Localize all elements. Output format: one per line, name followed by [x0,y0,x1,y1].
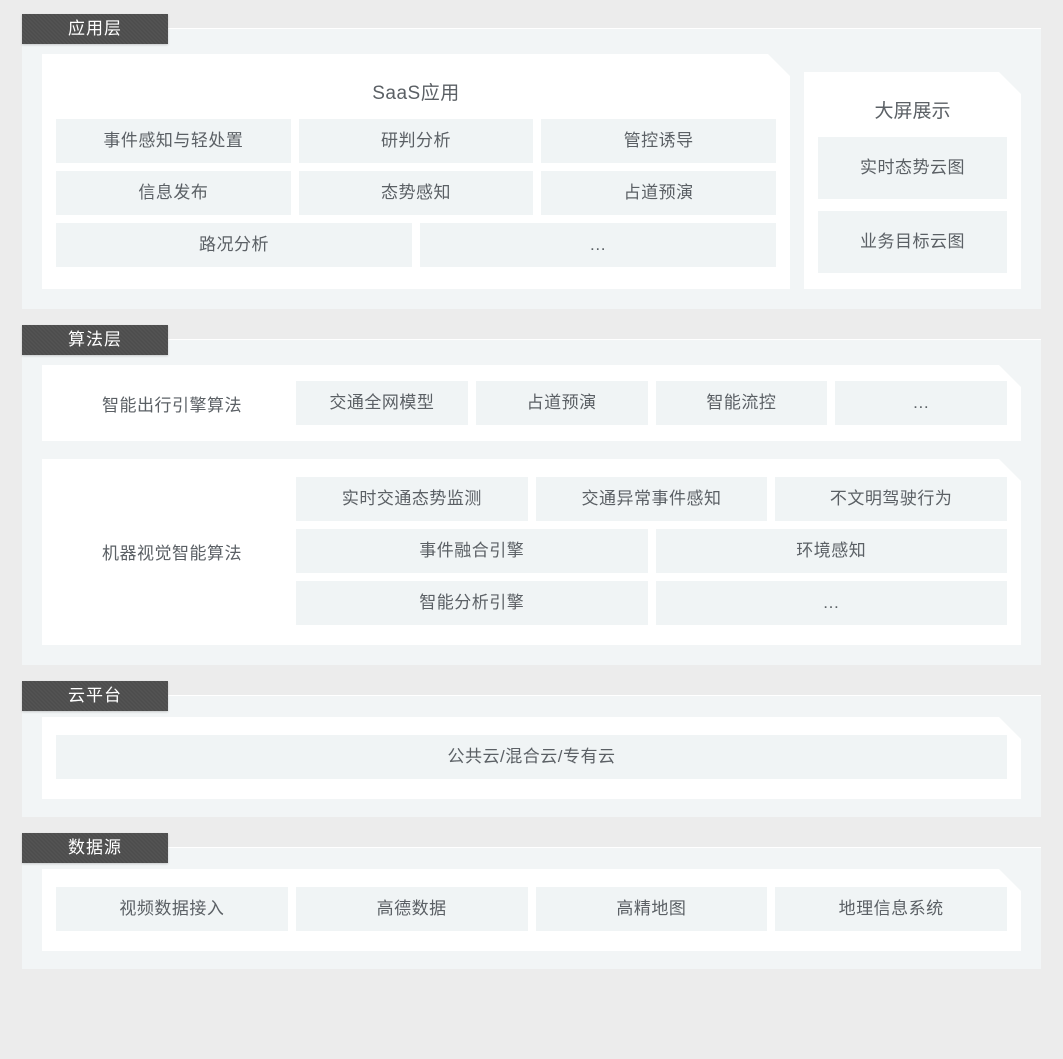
data-source-items: 视频数据接入 高德数据 高精地图 地理信息系统 [56,887,1007,931]
large-screen-items: 实时态势云图 业务目标云图 [818,137,1007,273]
chip-data-source-item[interactable]: 地理信息系统 [775,887,1007,931]
card-travel-engine-algorithm: 智能出行引擎算法 交通全网模型 占道预演 智能流控 … [42,365,1021,441]
chip-cloud-type[interactable]: 公共云/混合云/专有云 [56,735,1007,779]
chip-vision-item[interactable]: 环境感知 [656,529,1008,573]
layer-tab-data-source: 数据源 [22,833,168,863]
chip-algorithm-item-more[interactable]: … [835,381,1007,425]
card-data-source: 视频数据接入 高德数据 高精地图 地理信息系统 [42,869,1021,951]
chip-saas-item[interactable]: 信息发布 [56,171,291,215]
label-machine-vision-algorithm: 机器视觉智能算法 [102,543,242,563]
layer-tab-algorithm: 算法层 [22,325,168,355]
card-cloud-platform: 公共云/混合云/专有云 [42,717,1021,799]
machine-vision-grid-row-3: 智能分析引擎 … [296,581,1007,625]
layer-cloud-platform: 云平台 公共云/混合云/专有云 [22,681,1041,817]
saas-grid-row-3: 路况分析 … [56,223,776,267]
chip-data-source-item[interactable]: 视频数据接入 [56,887,288,931]
saas-grid-row-2: 信息发布 态势感知 占道预演 [56,171,776,215]
machine-vision-items: 实时交通态势监测 交通异常事件感知 不文明驾驶行为 事件融合引擎 环境感知 智能… [296,477,1007,625]
card-saas-application: SaaS应用 事件感知与轻处置 研判分析 管控诱导 信息发布 态势感知 占道预演… [42,54,790,289]
chip-vision-item[interactable]: 不文明驾驶行为 [775,477,1007,521]
machine-vision-grid-row-1: 实时交通态势监测 交通异常事件感知 不文明驾驶行为 [296,477,1007,521]
chip-data-source-item[interactable]: 高德数据 [296,887,528,931]
travel-engine-row: 智能出行引擎算法 交通全网模型 占道预演 智能流控 … [56,381,1007,425]
chip-algorithm-item[interactable]: 占道预演 [476,381,648,425]
layer-tab-cloud-platform: 云平台 [22,681,168,711]
chip-saas-item[interactable]: 占道预演 [541,171,776,215]
chip-saas-item-more[interactable]: … [420,223,776,267]
application-row: SaaS应用 事件感知与轻处置 研判分析 管控诱导 信息发布 态势感知 占道预演… [42,54,1021,289]
chip-vision-item[interactable]: 实时交通态势监测 [296,477,528,521]
layer-data-source: 数据源 视频数据接入 高德数据 高精地图 地理信息系统 [22,833,1041,969]
card-title-large-screen: 大屏展示 [874,101,951,122]
chip-algorithm-item[interactable]: 智能流控 [656,381,828,425]
saas-grid-row-1: 事件感知与轻处置 研判分析 管控诱导 [56,119,776,163]
chip-large-screen-item[interactable]: 实时态势云图 [818,137,1007,199]
machine-vision-grid-row-2: 事件融合引擎 环境感知 [296,529,1007,573]
layer-application: 应用层 SaaS应用 事件感知与轻处置 研判分析 管控诱导 信息发布 态势感知 … [22,14,1041,309]
card-large-screen-display: 大屏展示 实时态势云图 业务目标云图 [804,72,1021,289]
chip-saas-item[interactable]: 路况分析 [56,223,412,267]
chip-vision-item[interactable]: 交通异常事件感知 [536,477,768,521]
chip-vision-item-more[interactable]: … [656,581,1008,625]
chip-saas-item[interactable]: 事件感知与轻处置 [56,119,291,163]
chip-vision-item[interactable]: 智能分析引擎 [296,581,648,625]
chip-algorithm-item[interactable]: 交通全网模型 [296,381,468,425]
chip-saas-item[interactable]: 态势感知 [299,171,534,215]
chip-vision-item[interactable]: 事件融合引擎 [296,529,648,573]
layer-algorithm: 算法层 智能出行引擎算法 交通全网模型 占道预演 智能流控 … 机器视觉智能算法 [22,325,1041,665]
machine-vision-row: 机器视觉智能算法 实时交通态势监测 交通异常事件感知 不文明驾驶行为 事件融合引… [56,477,1007,625]
card-title-saas: SaaS应用 [372,83,460,104]
label-travel-engine-algorithm: 智能出行引擎算法 [102,395,242,415]
chip-data-source-item[interactable]: 高精地图 [536,887,768,931]
chip-large-screen-item[interactable]: 业务目标云图 [818,211,1007,273]
card-machine-vision-algorithm: 机器视觉智能算法 实时交通态势监测 交通异常事件感知 不文明驾驶行为 事件融合引… [42,459,1021,645]
travel-engine-items: 交通全网模型 占道预演 智能流控 … [296,381,1007,425]
architecture-diagram: 应用层 SaaS应用 事件感知与轻处置 研判分析 管控诱导 信息发布 态势感知 … [0,14,1063,1059]
chip-saas-item[interactable]: 管控诱导 [541,119,776,163]
layer-tab-application: 应用层 [22,14,168,44]
chip-saas-item[interactable]: 研判分析 [299,119,534,163]
